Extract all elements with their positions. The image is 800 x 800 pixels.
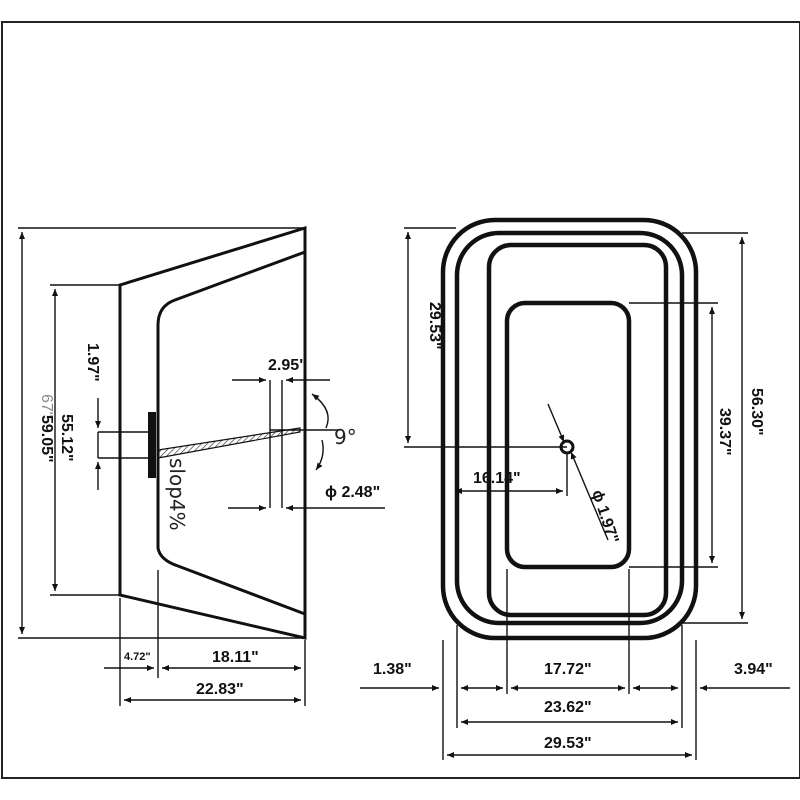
top-basin (486, 242, 669, 618)
dim-top-drain-leader-bottom (570, 451, 609, 541)
label-floor-width: 17.72" (544, 661, 592, 678)
top-floor (504, 300, 632, 570)
angle-arc-bottom (315, 439, 324, 471)
label-inner-length: 29.53" (426, 302, 443, 350)
label-left-rim: 1.38" (373, 661, 412, 678)
side-inner-outline (156, 250, 306, 616)
top-view: 29.53" 16.14" ϕ 1.97" 39.37" 56.30" 1.38… (360, 217, 790, 760)
dim-top-drain-leader-top (547, 403, 565, 443)
label-drain-offset: 16.14" (473, 470, 521, 487)
label-overall-length: 56.30" (748, 388, 765, 436)
frame-border (1, 21, 800, 779)
top-outer-rim (440, 217, 699, 641)
side-view: 67" 59.05" 55.12" 1.97" 2.95" ϕ 2.48" 9°… (18, 225, 385, 706)
side-drain-pipe (97, 431, 150, 459)
label-right-rim: 3.94" (734, 661, 773, 678)
angle-arc-top (311, 393, 329, 429)
label-slope: slop4% (165, 458, 189, 531)
top-inner-rim (454, 230, 685, 626)
label-floor-length: 39.37" (716, 408, 733, 456)
label-inner-height: 59.05" (38, 415, 55, 463)
label-inner-width: 23.62" (544, 699, 592, 716)
side-slope-floor (157, 427, 301, 459)
label-overall-width: 29.53" (544, 735, 592, 752)
label-slope-angle: 9° (334, 425, 357, 449)
side-drain-slot (148, 412, 156, 478)
label-inner-height-grey: 67" (38, 394, 55, 417)
label-rim-width: 4.72" (124, 651, 151, 663)
label-top-height: 1.97" (84, 343, 101, 382)
label-drain-width: 2.95" (268, 357, 307, 374)
label-top-drain-diameter: ϕ 1.97" (588, 488, 621, 546)
label-overall-depth: 22.83" (196, 681, 244, 698)
label-drain-diameter: ϕ 2.48" (325, 484, 380, 501)
label-drain-height: 55.12" (58, 414, 75, 462)
label-basin-depth: 18.11" (212, 649, 259, 666)
